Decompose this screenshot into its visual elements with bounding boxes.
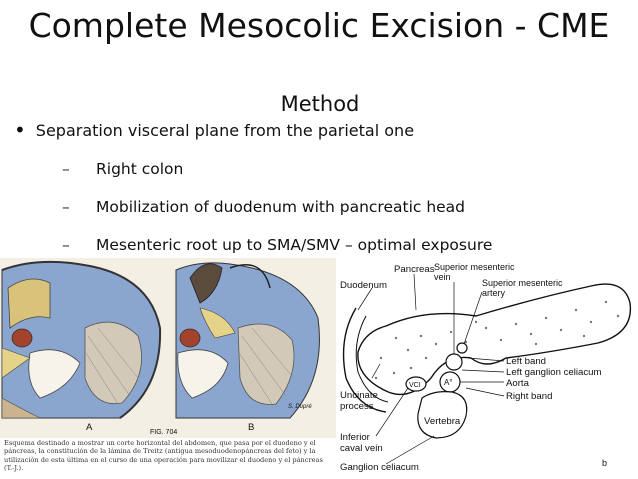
panel-b-right-label: b (602, 458, 607, 468)
bullet-item: • Separation visceral plane from the par… (14, 118, 415, 142)
bullet-text: Separation visceral plane from the parie… (35, 121, 415, 140)
left-band-label: Left band (506, 356, 546, 367)
dash-icon: – (62, 198, 70, 216)
dash-icon: – (62, 236, 70, 254)
section-b-illustration (175, 262, 320, 419)
ao-label: A° (444, 378, 453, 387)
bullet-dot-icon: • (14, 118, 26, 142)
slide-subtitle: Method (280, 92, 360, 116)
sm-artery-vessel (456, 342, 468, 354)
artist-signature: S. Dupré (288, 404, 312, 410)
sub-item-text: Right colon (96, 160, 184, 178)
sm-vein-vessel (445, 353, 463, 371)
figure-number: FIG. 704 (150, 429, 177, 436)
aorta-label: Aorta (506, 378, 530, 389)
sub-item: – Mobilization of duodenum with pancreat… (62, 198, 465, 216)
sub-item: – Right colon (62, 160, 183, 178)
sub-item: – Mesenteric root up to SMA/SMV – optima… (62, 236, 492, 254)
sub-item-text: Mobilization of duodenum with pancreatic… (96, 198, 466, 216)
pancreas-label: Pancreas (394, 264, 435, 275)
vertebra-label: Vertebra (424, 416, 461, 427)
slide-title: Complete Mesocolic Excision - CME (28, 6, 610, 45)
duodenum-inner (355, 315, 389, 403)
leader-lines (357, 273, 505, 465)
right-band-label: Right band (506, 391, 552, 402)
duodenum-label: Duodenum (340, 280, 387, 291)
section-a-illustration (1, 260, 162, 419)
vci-label: VCI (409, 382, 421, 389)
dash-icon: – (62, 160, 70, 178)
sub-item-text: Mesenteric root up to SMA/SMV – optimal … (96, 236, 493, 254)
panel-b-label: B (248, 422, 254, 433)
pancreas-texture (374, 300, 620, 380)
figure-caption: Esquema destinado a mostrar un corte hor… (4, 439, 323, 473)
ivc-vessel (405, 376, 427, 392)
vertebra-outline (417, 391, 468, 439)
duodenum-outline (342, 307, 387, 413)
panel-a-label: A (86, 422, 93, 433)
abdomen-section-figure: A B FIG. 704 S. Dupré (0, 258, 336, 438)
left-ganglion-label: Left ganglion celiacum (506, 367, 601, 378)
pancreas-outline (357, 283, 632, 396)
ganglion-label: Ganglion celiacum (340, 462, 419, 473)
